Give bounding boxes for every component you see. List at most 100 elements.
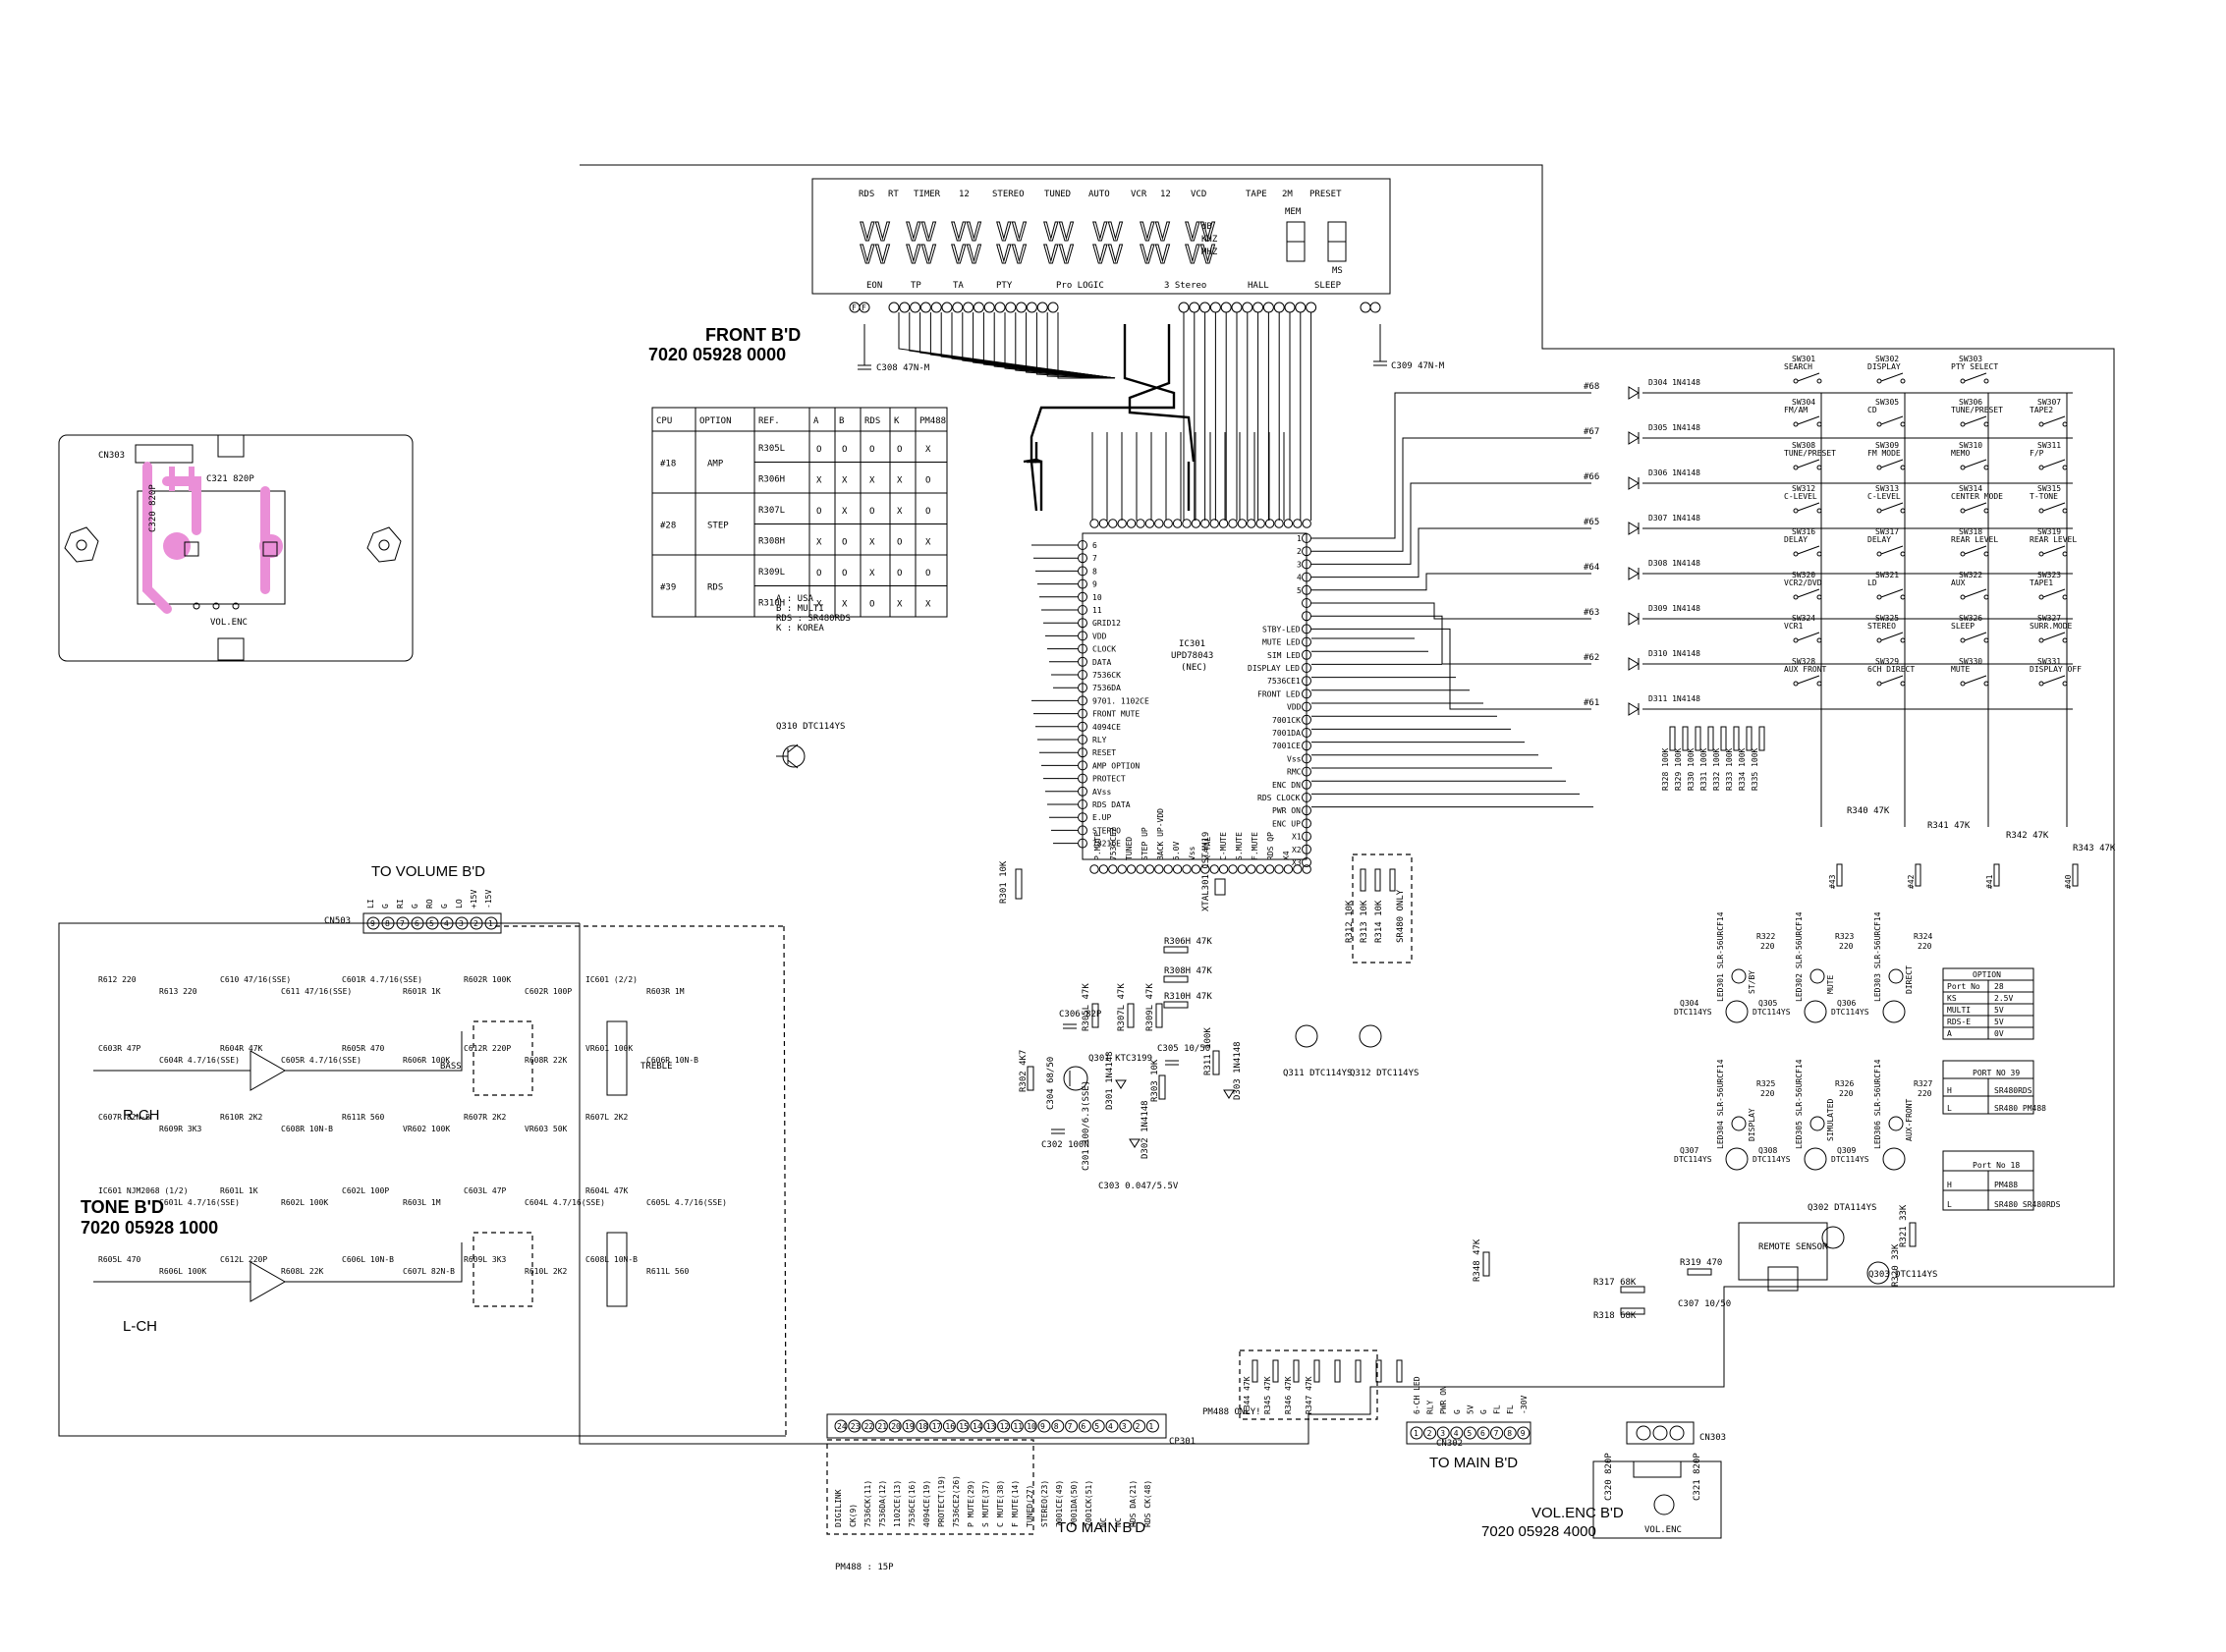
ic-pin [1302,831,1311,842]
svg-text:DTC114YS: DTC114YS [1831,1155,1869,1164]
svg-text:VV: VV [1043,218,1074,248]
option-table-mark: O [925,476,930,486]
option-table-mark: X [842,507,848,517]
svg-text:R303 10K: R303 10K [1150,1059,1160,1102]
svg-text:2: 2 [1136,1422,1141,1431]
option-table-mark: X [816,600,822,610]
svg-text:R318 68K: R318 68K [1593,1311,1637,1321]
svg-text:PM488: PM488 [1994,1181,2018,1189]
tone-component-label: C603L 47P [464,1186,507,1195]
ic-pin [1172,864,1183,874]
svg-text:SW303: SW303 [1959,355,1982,363]
treble-label: TREBLE [640,1062,673,1072]
svg-text:13: 13 [986,1422,996,1431]
ic-pin-label: AVss [1092,788,1111,797]
vfd-top-label: AUTO [1088,190,1110,199]
ic-pin-label: PROTECT [1092,775,1126,784]
cp301-pin [874,1419,888,1433]
svg-text:VCR1: VCR1 [1784,622,1803,631]
sr480-only-label: SR480 ONLY [1396,889,1406,943]
ic-bottom-pin-label: TUNED [1125,837,1134,860]
svg-text:DTC114YS: DTC114YS [1753,1008,1791,1017]
svg-text:Q304: Q304 [1680,999,1698,1008]
option-table-mark: O [925,507,930,517]
svg-text:VV: VV [1185,241,1215,270]
svg-text:220: 220 [1918,1089,1932,1098]
ic-pin-label: RDS CLOCK [1257,794,1301,802]
remote-sensor-area: R348 47K R317 68K R318 68K R319 470 C307… [1473,1203,1937,1321]
svg-text:220: 220 [1918,942,1932,951]
vfd-bottom-label: EON [866,281,882,291]
svg-text:6: 6 [415,919,419,928]
cp301-pin-label: C MUTE(38) [996,1480,1005,1527]
option-table-mark: O [897,445,902,455]
svg-text:SW318: SW318 [1959,527,1982,536]
vfd-pin [952,302,964,313]
option-table-header: CPU [656,416,672,426]
tone-component-label: R609L 3K3 [464,1255,507,1264]
vfd-pin [1242,302,1253,313]
svg-text:16: 16 [945,1422,955,1431]
svg-text:C301 100/6.3(SSE): C301 100/6.3(SSE) [1082,1080,1091,1171]
option-table-mark: X [869,569,875,578]
ic-pin [1302,844,1311,854]
svg-text:6: 6 [1480,1429,1485,1438]
ic-bottom-pin-label: STEP UP [1141,827,1149,860]
svg-text:VV: VV [1185,218,1215,248]
svg-text:R322: R322 [1756,932,1775,941]
diode-label: D309 1N4148 [1648,604,1700,613]
svg-text:7: 7 [1068,1422,1073,1431]
svg-text:VV: VV [996,241,1027,270]
vfd-pin [1209,302,1221,313]
svg-text:5: 5 [429,919,434,928]
vfd-pin [919,302,931,313]
ic-pin-label: DISPLAY LED [1248,664,1300,673]
tone-component-label: C602L 100P [342,1186,389,1195]
cp301-pin [1145,1419,1159,1433]
option-table-header: K [894,416,900,426]
option-table-mark: X [897,476,903,486]
svg-text:C320 820P: C320 820P [148,484,158,532]
svg-text:R331 100K: R331 100K [1699,747,1708,791]
svg-text:7: 7 [400,919,405,928]
svg-text:DTC114YS: DTC114YS [1831,1008,1869,1017]
ic-pin-label: X1 [1292,833,1302,842]
svg-text:R307L 47K: R307L 47K [1117,983,1127,1031]
cp301-pin [997,1419,1011,1433]
wire [1311,482,1591,565]
cn302-pin-label: -30V [1520,1396,1529,1414]
wire [1311,527,1591,578]
ic-pin [1228,864,1238,874]
ic-pin-label: PWR ON [1272,806,1301,815]
svg-text:F/P: F/P [2030,449,2044,458]
ic-pin [1117,864,1127,874]
resistor [1313,1359,1320,1383]
vfd-pin [1178,302,1190,313]
ic-pin-label: 6 [1092,541,1097,550]
svg-text:LED301 SLR-56URCF14: LED301 SLR-56URCF14 [1716,911,1725,1002]
cp301-pin [1051,1419,1065,1433]
svg-text:VV: VV [860,241,890,270]
vfd-pin [983,302,995,313]
cn302-pin-label: RLY [1426,1400,1435,1414]
ic-pin [1264,519,1275,528]
cp301-pin-label: RDS CK(48) [1143,1480,1152,1527]
port-ref: #63 [1584,608,1599,618]
svg-text:SR480RDS: SR480RDS [1994,1086,2032,1095]
capacitor-c309: C309 47N-M [1373,324,1445,371]
ic-pin-label: RLY [1092,736,1107,744]
vfd-bottom-label: TP [911,281,921,291]
resistor [1375,1359,1382,1383]
vfd-pin [1047,302,1059,313]
cn302-pin-label: PWR ON [1439,1386,1448,1414]
option-table-ref: R309L [758,568,785,578]
vfd-to-ic-bus [898,312,1312,521]
ic-pin-label: 7821CE [1092,840,1121,849]
svg-text:CENTER MODE: CENTER MODE [1951,492,2003,501]
option-table-ref: R310H [758,599,785,609]
svg-text:LED304 SLR-56URCF14: LED304 SLR-56URCF14 [1716,1059,1725,1149]
cp301-pin-label: 7536CE(16) [908,1480,917,1527]
